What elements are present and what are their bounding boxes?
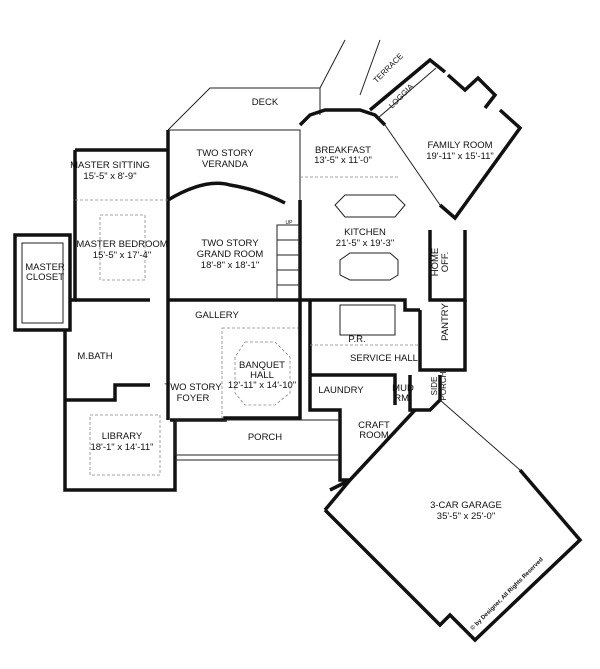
room-labels: DECK TERRACE LOGGIA TWO STORY VERANDA BR… [25,52,545,632]
deck-outline [167,39,381,131]
copyright-notice: © by Designer, All Rights Reserved [469,556,545,632]
mud-room-label: MUD [392,383,414,394]
master-sitting-dims: 15'-5" x 8'-9" [83,171,136,182]
service-hall-label: SERVICE HALL [350,353,418,364]
veranda-label: TWO STORY [196,148,254,159]
master-sitting-label: MASTER SITTING [70,160,150,171]
library-label: LIBRARY [102,431,143,442]
home-office-label-2: OFF. [440,252,451,273]
grand-room-dims: 18'-8" x 18'-1" [201,260,259,271]
master-bedroom-label: MASTER BEDROOM [76,239,167,250]
garage-dims: 35'-5" x 25'-0" [437,511,495,522]
library-dims: 18'-1" x 14'-11" [90,442,153,453]
family-room-label: FAMILY ROOM [427,140,492,151]
breakfast-label: BREAKFAST [315,145,371,156]
stair-up-label: UP [286,220,294,226]
family-room-dims: 19'-11" x 15'-11" [426,151,494,162]
porch-label: PORCH [248,432,282,443]
kitchen-dims: 21'-5" x 19'-3" [336,238,394,249]
veranda-label-2: VERANDA [202,159,249,170]
grand-room-label-2: GRAND ROOM [197,249,264,260]
pantry-label: PANTRY [440,303,451,341]
banquet-hall-dims: 12'-11" x 14'-10" [228,380,296,391]
side-porch-label: SIDE [430,377,439,396]
foyer-label: TWO STORY [164,382,222,393]
laundry-label: LAUNDRY [318,385,364,396]
m-bath-label: M.BATH [77,351,112,362]
banquet-hall-label-2: HALL [250,370,274,381]
deck-label: DECK [252,97,279,108]
master-closet-label-2: CLOSET [26,272,64,283]
master-closet-label: MASTER [25,262,65,273]
gallery-label: GALLERY [195,310,239,321]
garage-label: 3-CAR GARAGE [430,500,502,511]
terrace-label: TERRACE [372,52,405,85]
craft-room-label: CRAFT [358,420,390,431]
breakfast-dims: 13'-5" x 11'-0" [314,155,372,166]
master-bedroom-dims: 15'-5" x 17'-4" [93,250,151,261]
home-office-label: HOME [430,248,441,277]
walls [13,57,583,643]
banquet-hall-label: BANQUET [239,360,285,371]
mud-room-label-2: RM. [394,393,411,404]
grand-room-label: TWO STORY [201,238,259,249]
powder-room-label: P.R. [348,334,365,345]
foyer-label-2: FOYER [177,393,210,404]
side-porch-label-2: PORCH [439,371,448,400]
kitchen-label: KITCHEN [344,227,386,238]
craft-room-label-2: ROOM [359,430,389,441]
